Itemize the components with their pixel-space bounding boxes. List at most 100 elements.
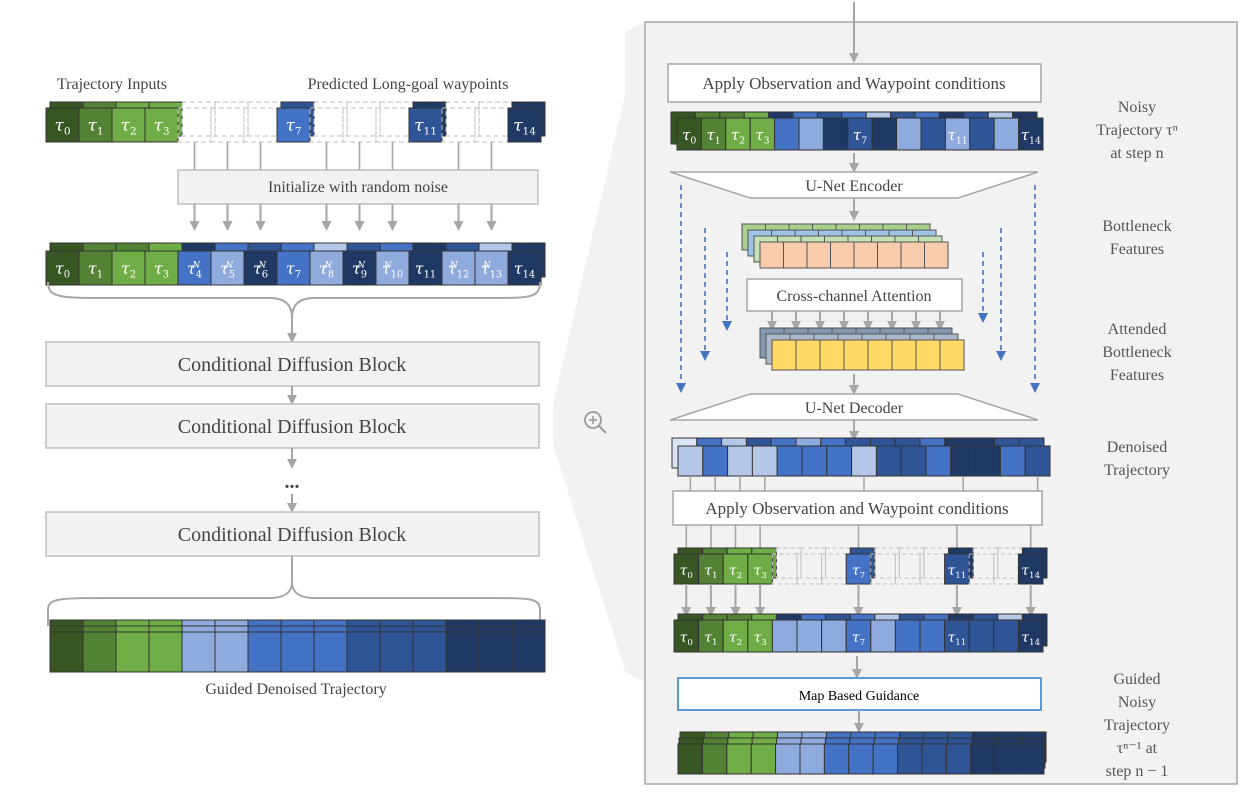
empty-token-cell-4 — [177, 107, 212, 143]
diffusion-block-3 — [45, 511, 540, 557]
applied-cell-11 — [944, 619, 970, 653]
noised-label-4: τ4N — [187, 259, 202, 281]
conditioned-arrows — [681, 584, 1036, 617]
trajectory-inputs-label: Trajectory Inputs — [57, 76, 167, 93]
denoised-cell-0 — [677, 445, 704, 477]
applied-cell-6 — [821, 619, 847, 653]
noised-cell-10 — [375, 250, 410, 286]
bottleneck-features — [741, 223, 949, 269]
output-cell-L0-12 — [445, 631, 480, 673]
empty-back-cell — [478, 101, 513, 137]
zoom-in-icon[interactable] — [584, 411, 607, 434]
bottleneck-cell-3-2 — [806, 241, 831, 269]
empty-back-cell — [313, 101, 348, 137]
token-cell-11 — [408, 107, 443, 143]
noisy-cell-5 — [798, 117, 824, 151]
applied-cell-0 — [673, 619, 700, 653]
cond-empty-cell-5 — [796, 553, 823, 585]
empty-token-cell-5 — [210, 107, 245, 143]
guided-cell-L0-13 — [994, 743, 1021, 775]
token-cell-0 — [45, 107, 80, 143]
applied-cell-3 — [747, 619, 773, 653]
attended-cell-2-7 — [939, 339, 965, 371]
noisy-cell-11 — [944, 117, 971, 151]
denoised-cell-4 — [776, 445, 803, 477]
denoised-trajectory-sequence — [671, 437, 1051, 477]
zoom-beam — [625, 22, 645, 682]
apply-conditions-mid-box — [672, 490, 1043, 526]
denoised-cell-6 — [826, 445, 853, 477]
init-noise-box — [177, 169, 539, 205]
unet-decoder — [669, 393, 1039, 421]
left-output-sequence — [49, 619, 546, 673]
noised-label-9: τ9N — [352, 259, 367, 281]
cond-empty-cell-8 — [870, 553, 896, 585]
cond-empty-cell-6 — [821, 553, 847, 585]
noised-cell-8 — [309, 250, 344, 286]
ellipsis: ... — [285, 471, 300, 493]
noised-label-5: τ5N — [220, 259, 235, 281]
noisy-label-2: Trajectory τⁿ — [1096, 122, 1178, 139]
guided-cell-L0-9 — [897, 743, 923, 775]
guided-cell-L0-4 — [775, 743, 801, 775]
output-cell-L0-6 — [247, 631, 282, 673]
noised-cell-11 — [408, 250, 443, 286]
cross-channel-attention-label: Cross-channel Attention — [776, 288, 931, 305]
cross-channel-attention-box — [746, 278, 963, 312]
cond-cell-0 — [673, 553, 700, 585]
cond-cell-14 — [1017, 553, 1044, 585]
attended-cell-2-5 — [891, 339, 917, 371]
applied-cell-5 — [796, 619, 823, 653]
noisy-label-3: at step n — [1110, 145, 1163, 162]
output-label: Guided Denoised Trajectory — [205, 681, 386, 698]
diffusion-block-1 — [45, 341, 540, 387]
guided-cell-L0-2 — [726, 743, 752, 775]
guided-cell-L0-6 — [823, 743, 850, 775]
noisy-cell-9 — [896, 117, 922, 151]
empty-back-cell — [214, 101, 249, 137]
guided-cell-L0-7 — [848, 743, 874, 775]
guided-label-1: Guided — [1113, 671, 1160, 688]
output-brace — [47, 581, 541, 626]
attended-cell-2-3 — [843, 339, 869, 371]
bottleneck-cell-3-5 — [877, 241, 902, 269]
noisy-cell-4 — [774, 117, 800, 151]
attended-cell-2-2 — [819, 339, 845, 371]
bottleneck-cell-3-7 — [924, 241, 949, 269]
unet-encoder — [669, 171, 1039, 199]
output-cell-L0-11 — [412, 631, 447, 673]
cond-empty-back-10 — [923, 547, 950, 579]
cond-empty-cell-9 — [894, 553, 921, 585]
empty-token-cell-10 — [375, 107, 410, 143]
attended-cell-2-6 — [915, 339, 941, 371]
guided-cell-L0-0 — [677, 743, 703, 775]
output-cell-L0-13 — [478, 631, 513, 673]
cond-empty-cell-4 — [771, 553, 798, 585]
applied-cell-7 — [845, 619, 872, 653]
guided-label-2: Noisy — [1118, 694, 1156, 711]
diffusion-block-1-label: Conditional Diffusion Block — [178, 354, 407, 376]
denoised-cell-3 — [751, 445, 778, 477]
empty-token-cell-12 — [441, 107, 476, 143]
applied-cell-13 — [993, 619, 1019, 653]
attended-label-2: Bottleneck — [1102, 344, 1171, 361]
noisy-cell-8 — [871, 117, 898, 151]
unet-decoder-label: U-Net Decoder — [805, 400, 904, 417]
denoised-cell-13 — [999, 445, 1026, 477]
applied-cell-12 — [968, 619, 995, 653]
noisy-cell-1 — [700, 117, 727, 151]
cond-empty-cell-12 — [968, 553, 995, 585]
output-cell-L0-3 — [148, 631, 183, 673]
cond-empty-back-9 — [898, 547, 925, 579]
noisy-cell-13 — [993, 117, 1020, 151]
bottleneck-cell-3-0 — [759, 241, 784, 269]
token-cell-7 — [276, 107, 311, 143]
guided-cell-L0-5 — [799, 743, 825, 775]
guided-cell-L0-8 — [872, 743, 899, 775]
noised-cell-5 — [210, 250, 245, 286]
denoised-label-2: Trajectory — [1104, 462, 1170, 479]
bottleneck-cell-3-6 — [900, 241, 925, 269]
merge-brace — [47, 281, 541, 319]
init-noise-label: Initialize with random noise — [268, 179, 448, 196]
